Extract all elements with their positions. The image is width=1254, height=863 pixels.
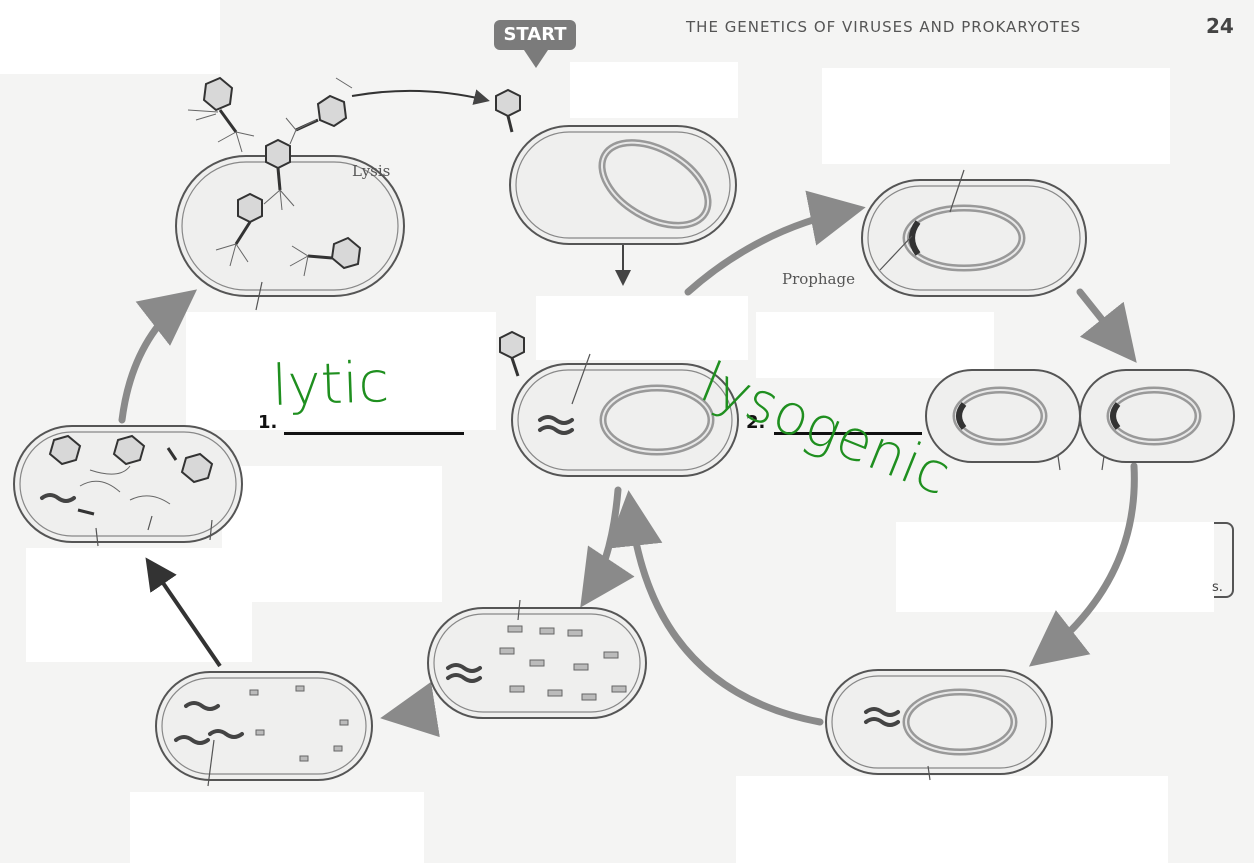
blank-1-line — [284, 432, 464, 435]
phage-head-icon — [318, 96, 346, 126]
phage-head-icon — [500, 332, 524, 358]
cell-excised — [826, 670, 1052, 774]
cell-lysogen — [862, 180, 1086, 296]
arrow-to-burst — [150, 564, 220, 666]
label-lysis: Lysis — [352, 162, 390, 180]
phage-head-icon — [266, 140, 290, 168]
arrow-division-down — [1040, 466, 1134, 658]
cell-assembly — [156, 672, 372, 780]
cell-division-right — [1080, 370, 1234, 462]
arrow-to-lysis-cell — [122, 298, 186, 420]
label-prophage: Prophage — [782, 270, 855, 288]
phage-head-icon — [496, 90, 520, 116]
arrow-phage-to-cell — [352, 91, 486, 100]
phage-head-icon — [238, 194, 262, 222]
arrow-to-replication — [588, 490, 618, 596]
cut-text-fragment: s. — [1212, 580, 1223, 595]
arrow-excision-back — [630, 504, 820, 722]
arrow-to-assembly — [394, 710, 432, 716]
phage-head-icon — [204, 78, 232, 110]
handwritten-answer-1: lytic — [271, 350, 390, 419]
arrow-to-division — [1080, 292, 1128, 352]
